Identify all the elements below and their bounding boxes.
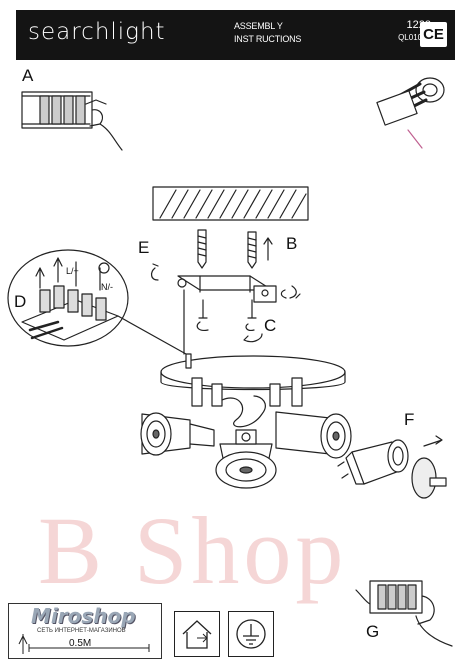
earth-ground-icon xyxy=(228,611,274,657)
spotlight-arms xyxy=(191,377,303,428)
spotlight-center xyxy=(215,429,277,489)
doc-title: ASSEMBL Y INST RUCTIONS xyxy=(234,20,301,46)
header-bar: searchlight ASSEMBL Y INST RUCTIONS 1223… xyxy=(16,10,455,60)
distance-value: 0.5M xyxy=(69,638,92,649)
bracket-screws xyxy=(196,299,263,343)
step-label-a: A xyxy=(22,66,34,85)
cable-coil xyxy=(376,77,445,149)
doc-title-line2: INST RUCTIONS xyxy=(234,34,302,44)
terminal-block-g xyxy=(355,580,453,647)
ce-mark: CE xyxy=(420,22,447,47)
distance-icon xyxy=(18,634,150,654)
watermark: B Shop xyxy=(38,497,348,604)
step-label-f: F xyxy=(404,410,415,429)
step-label-e: E xyxy=(138,238,150,257)
base-plate xyxy=(160,353,346,391)
model-code: QL01094 xyxy=(398,33,431,42)
house-icon xyxy=(174,611,220,657)
terminal-detail-circle xyxy=(7,249,187,355)
step-label-d: D xyxy=(14,292,27,311)
step-label-c: C xyxy=(264,316,277,335)
footer-logo-box: Miroshop СЕТЬ ИНТЕРНЕТ-МАГАЗИНОВ 0.5M xyxy=(8,603,162,659)
mounting-bracket xyxy=(151,263,301,303)
terminal-block-a xyxy=(21,91,123,151)
live-terminal-label: L/+ xyxy=(66,266,79,276)
spotlight-left xyxy=(140,412,215,456)
step-label-g: G xyxy=(366,622,380,641)
step-label-b: B xyxy=(286,234,298,253)
wall-plug-left xyxy=(197,229,207,269)
doc-title-line1: ASSEMBL Y xyxy=(234,21,283,31)
miroshop-logo: Miroshop xyxy=(31,604,136,628)
neutral-terminal-label: N/- xyxy=(101,282,113,292)
miroshop-tagline: СЕТЬ ИНТЕРНЕТ-МАГАЗИНОВ xyxy=(37,628,126,634)
ceiling-hatch xyxy=(152,186,309,221)
wall-plug-right xyxy=(247,231,273,269)
brand-logo: searchlight xyxy=(28,19,166,45)
gu10-bulb xyxy=(337,435,447,499)
spotlight-right xyxy=(275,411,352,459)
